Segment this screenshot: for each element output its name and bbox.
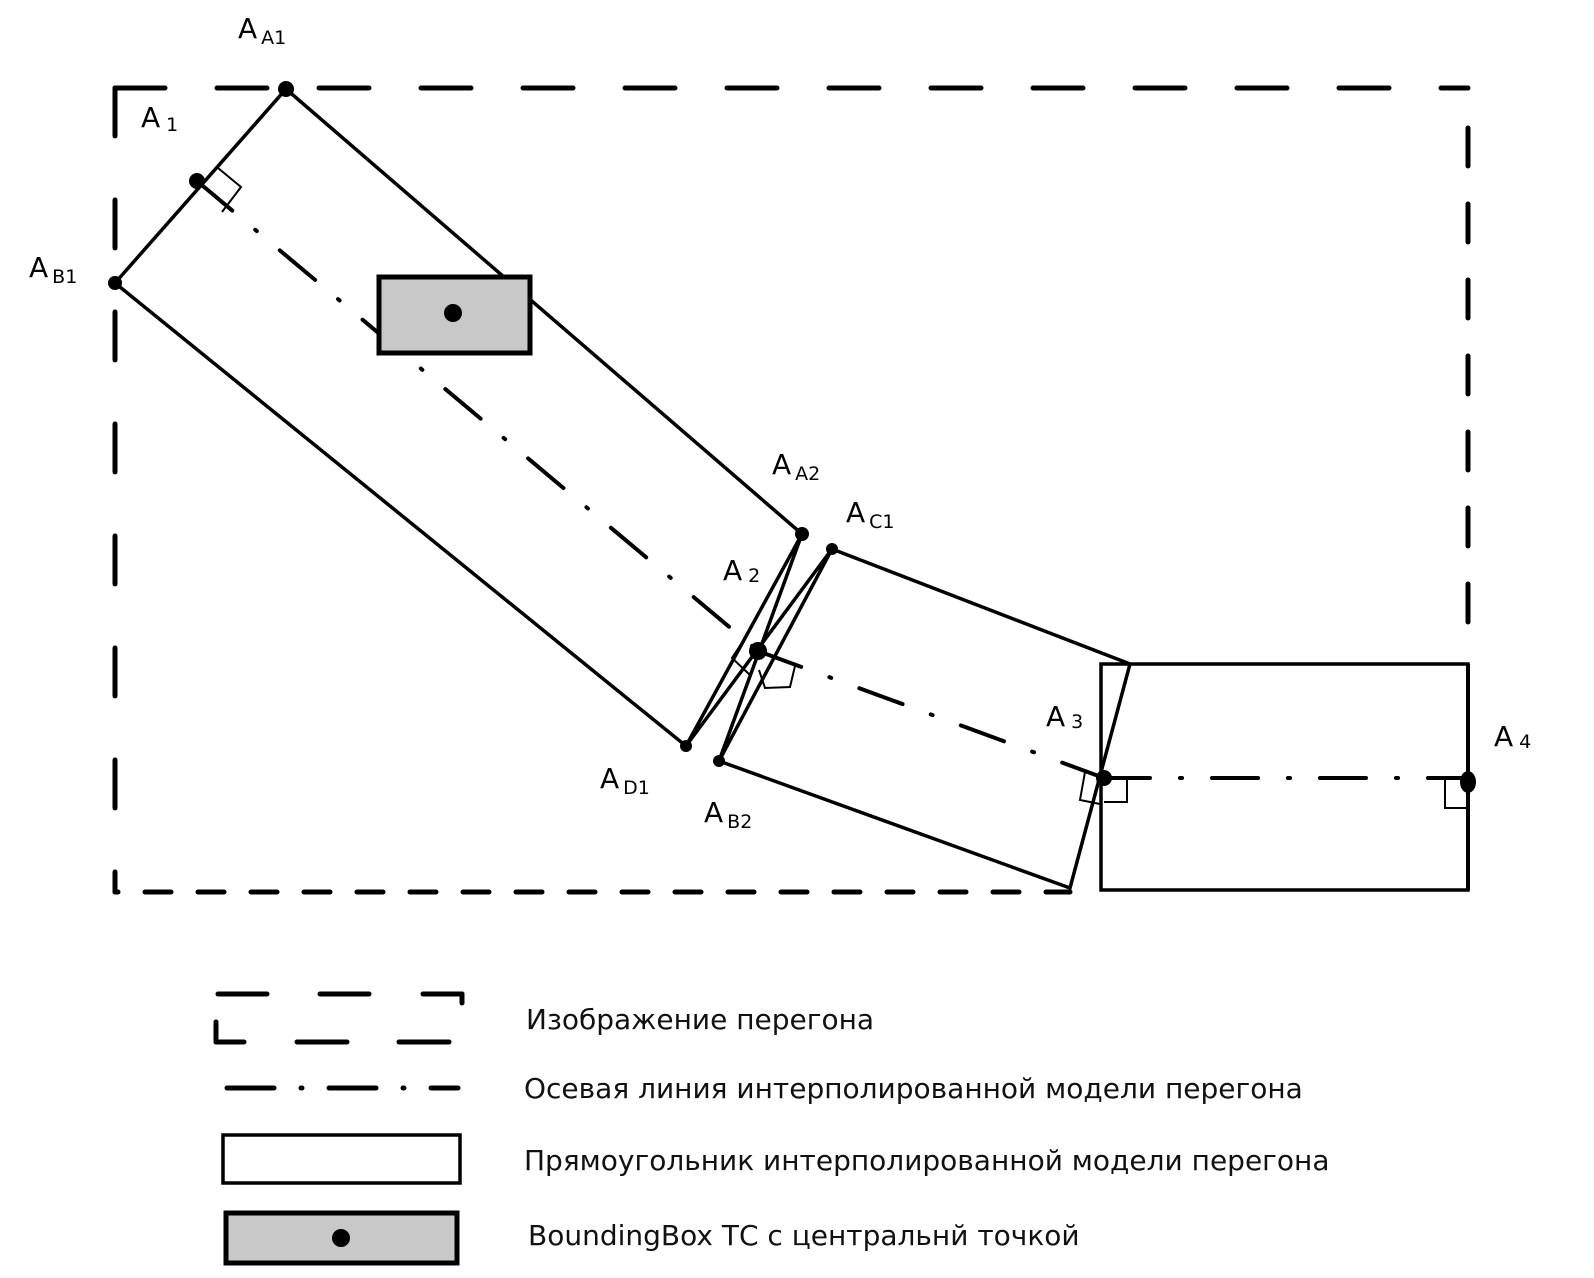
segment-rect-2	[716, 546, 1133, 891]
centerline-1	[195, 179, 760, 653]
image-frame	[112, 85, 1471, 895]
legend-item-image-frame: Изображение перегона	[213, 991, 874, 1045]
right-angle-markers	[217, 167, 1466, 809]
right-angle-a2-right	[758, 665, 796, 690]
point-a2	[749, 642, 767, 660]
legend-bbox-center-point	[332, 1229, 350, 1247]
segment-rect-3	[1099, 662, 1470, 892]
point-aa1	[278, 81, 294, 97]
point-a4	[1460, 771, 1476, 793]
legend-symbol-rectangle	[221, 1133, 462, 1185]
segment-rect-1	[112, 86, 805, 749]
right-angle-a4	[1444, 780, 1466, 809]
right-angle-a3-left	[1078, 771, 1101, 805]
bbox-center-point	[444, 304, 462, 322]
point-a3	[1096, 770, 1112, 786]
legend-item-bounding-box: BoundingBox ТС с центральнй точкой	[223, 1210, 1080, 1266]
legend: Изображение перегона Осевая линия интерп…	[213, 991, 1329, 1266]
point-ab2	[713, 755, 725, 767]
point-ab1	[108, 276, 122, 290]
legend-symbol-dashed-frame	[213, 991, 465, 1045]
right-angle-a1	[217, 167, 243, 213]
legend-item-centerline: Осевая линия интерполированной модели пе…	[224, 1072, 1303, 1105]
legend-label: BoundingBox ТС с центральнй точкой	[528, 1219, 1080, 1252]
legend-label: Прямоугольник интерполированной модели п…	[524, 1144, 1329, 1177]
legend-label: Изображение перегона	[526, 1003, 874, 1036]
centerline-2	[756, 649, 1106, 780]
point-a1	[189, 173, 205, 189]
legend-label: Осевая линия интерполированной модели пе…	[524, 1072, 1303, 1105]
centerlines	[195, 179, 1470, 780]
right-angle-a3-right	[1104, 780, 1128, 803]
legend-item-rectangle: Прямоугольник интерполированной модели п…	[221, 1133, 1329, 1185]
point-ac1	[826, 543, 838, 555]
vehicle-bounding-box	[376, 274, 533, 356]
point-aa2	[795, 527, 809, 541]
point-ad1	[680, 740, 692, 752]
right-angle-a2-left	[730, 634, 752, 677]
points	[108, 81, 1476, 793]
